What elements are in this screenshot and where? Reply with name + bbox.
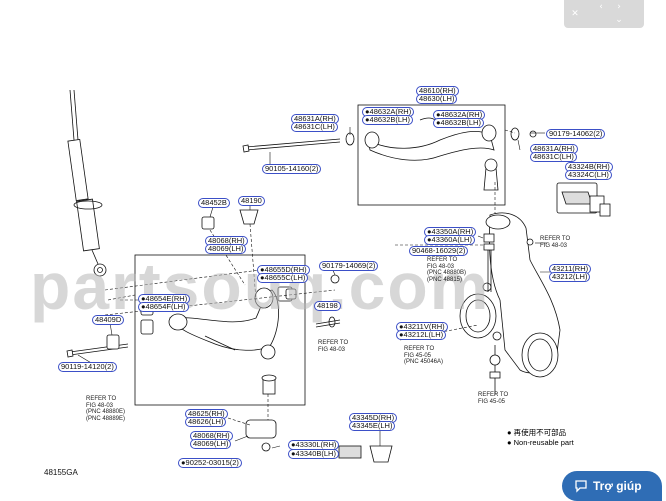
part-number-48631c-l[interactable]: 48631C(LH) [291, 122, 338, 132]
part-number-90105-14160[interactable]: 90105-14160(2) [262, 164, 322, 174]
help-button-label: Trợ giúp [593, 479, 642, 493]
knuckle-bolt-shape [482, 233, 501, 395]
lower-arm-shape [168, 287, 279, 395]
nut-part [526, 238, 534, 246]
refer-note-line: (PNC 48880B) [427, 270, 467, 276]
refer-note-line: FIG 45-05 [478, 398, 506, 405]
chevron-down-icon[interactable]: ⌄ [615, 15, 623, 25]
refer-note-line: FIG 45-05 [404, 352, 432, 359]
part-number-48190[interactable]: 48190 [238, 196, 265, 206]
part-number-43212[interactable]: 43212(LH) [549, 272, 591, 282]
refer-note-line: REFER TO [404, 346, 435, 352]
help-button[interactable]: Trợ giúp [562, 471, 662, 501]
part-number-90179-14062[interactable]: 90179-14062(2) [546, 129, 606, 139]
refer-note-line: FIG 48-03 [86, 402, 114, 409]
refer-note-line: REFER TO [540, 236, 571, 242]
part-number-48631c-r[interactable]: 48631C(LH) [530, 152, 577, 162]
part-number-48452b[interactable]: 48452B [198, 198, 230, 208]
refer-note-line: FIG 48-03 [318, 346, 346, 353]
part-number-48409d[interactable]: 48409D [92, 315, 125, 325]
refer-note-line: REFER TO [86, 396, 117, 402]
boot-part [338, 445, 362, 459]
part-number-48654f[interactable]: ●48654F(LH) [138, 302, 189, 312]
chevron-left-icon[interactable]: ‹ [599, 2, 603, 12]
part-number-43345e[interactable]: 43345E(LH) [349, 421, 396, 431]
upper-arm-frame [357, 104, 506, 206]
image-nav-controls: ✕ ‹ › ⌄ [564, 0, 644, 28]
part-number-48632b-r[interactable]: ●48632B(LH) [433, 118, 484, 128]
chevron-right-icon[interactable]: › [617, 2, 621, 12]
bushing-set-shape [589, 195, 611, 217]
part-number-90468[interactable]: 90468-16029(2) [409, 246, 469, 256]
lower-bushing-b [140, 319, 154, 335]
part-number-48069-b[interactable]: 48069(LH) [190, 439, 232, 449]
part-number-48632b-top[interactable]: ●48632B(LH) [362, 115, 413, 125]
refer-note-line: FIG 48-03 [427, 263, 455, 270]
legend-non-reusable-cn: ● 再使用不可部品 [507, 429, 566, 437]
part-number-90252[interactable]: ●90252-03015(2) [178, 458, 242, 468]
stopper-part [201, 216, 215, 230]
refer-note-line: (PNC 48815) [427, 276, 463, 283]
lower-arm-frame [134, 254, 306, 406]
part-number-43340b[interactable]: ●43340B(LH) [288, 449, 339, 459]
steering-knuckle-shape [485, 212, 561, 378]
part-number-48655c[interactable]: ●48655C(LH) [257, 273, 309, 283]
upper-arm-bolt-shape [242, 132, 355, 153]
chat-bubble-icon [575, 480, 587, 493]
part-number-48069[interactable]: 48069(LH) [205, 244, 247, 254]
refer-note-line: (PNC 45046A) [404, 359, 444, 365]
upper-arm-shape [364, 117, 537, 191]
part-number-48626[interactable]: 48626(LH) [185, 417, 227, 427]
shock-absorber-shape [67, 89, 107, 277]
boot-cover-part [369, 445, 393, 463]
part-number-48198[interactable]: 48198 [314, 301, 341, 311]
figure-code: 48155GA [44, 468, 78, 477]
close-icon[interactable]: ✕ [571, 9, 579, 19]
part-number-90119-14120[interactable]: 90119-14120(2) [58, 362, 117, 372]
refer-note-line: (PNC 48880E) [86, 409, 126, 415]
lower-arm-bolt-shape [66, 316, 341, 358]
legend-marker-icon: ● [507, 428, 512, 437]
refer-note-line: REFER TO [478, 392, 509, 398]
part-number-43212l[interactable]: ●43212L(LH) [396, 330, 447, 340]
bump-stopper-part [239, 209, 259, 225]
refer-note-line: REFER TO [427, 257, 458, 263]
legend-marker-icon: ● [507, 438, 512, 447]
legend-text-en: Non-reusable part [513, 438, 574, 447]
partsouq-watermark: partsouq.com [30, 249, 491, 323]
refer-note-line: FIG 48-03 [540, 242, 568, 249]
refer-note-line: REFER TO [318, 340, 349, 346]
ball-joint-nut [261, 442, 271, 452]
legend-non-reusable-en: ● Non-reusable part [507, 439, 574, 447]
part-number-48630[interactable]: 48630(LH) [416, 94, 458, 104]
part-number-43324c[interactable]: 43324C(LH) [565, 170, 612, 180]
legend-text-cn: 再使用不可部品 [513, 428, 567, 437]
ball-joint-part [245, 419, 277, 439]
part-number-43360a[interactable]: ●43360A(LH) [424, 235, 475, 245]
refer-note-line: (PNC 48889E) [86, 415, 126, 422]
part-number-90179-14069[interactable]: 90179-14069(2) [319, 261, 379, 271]
